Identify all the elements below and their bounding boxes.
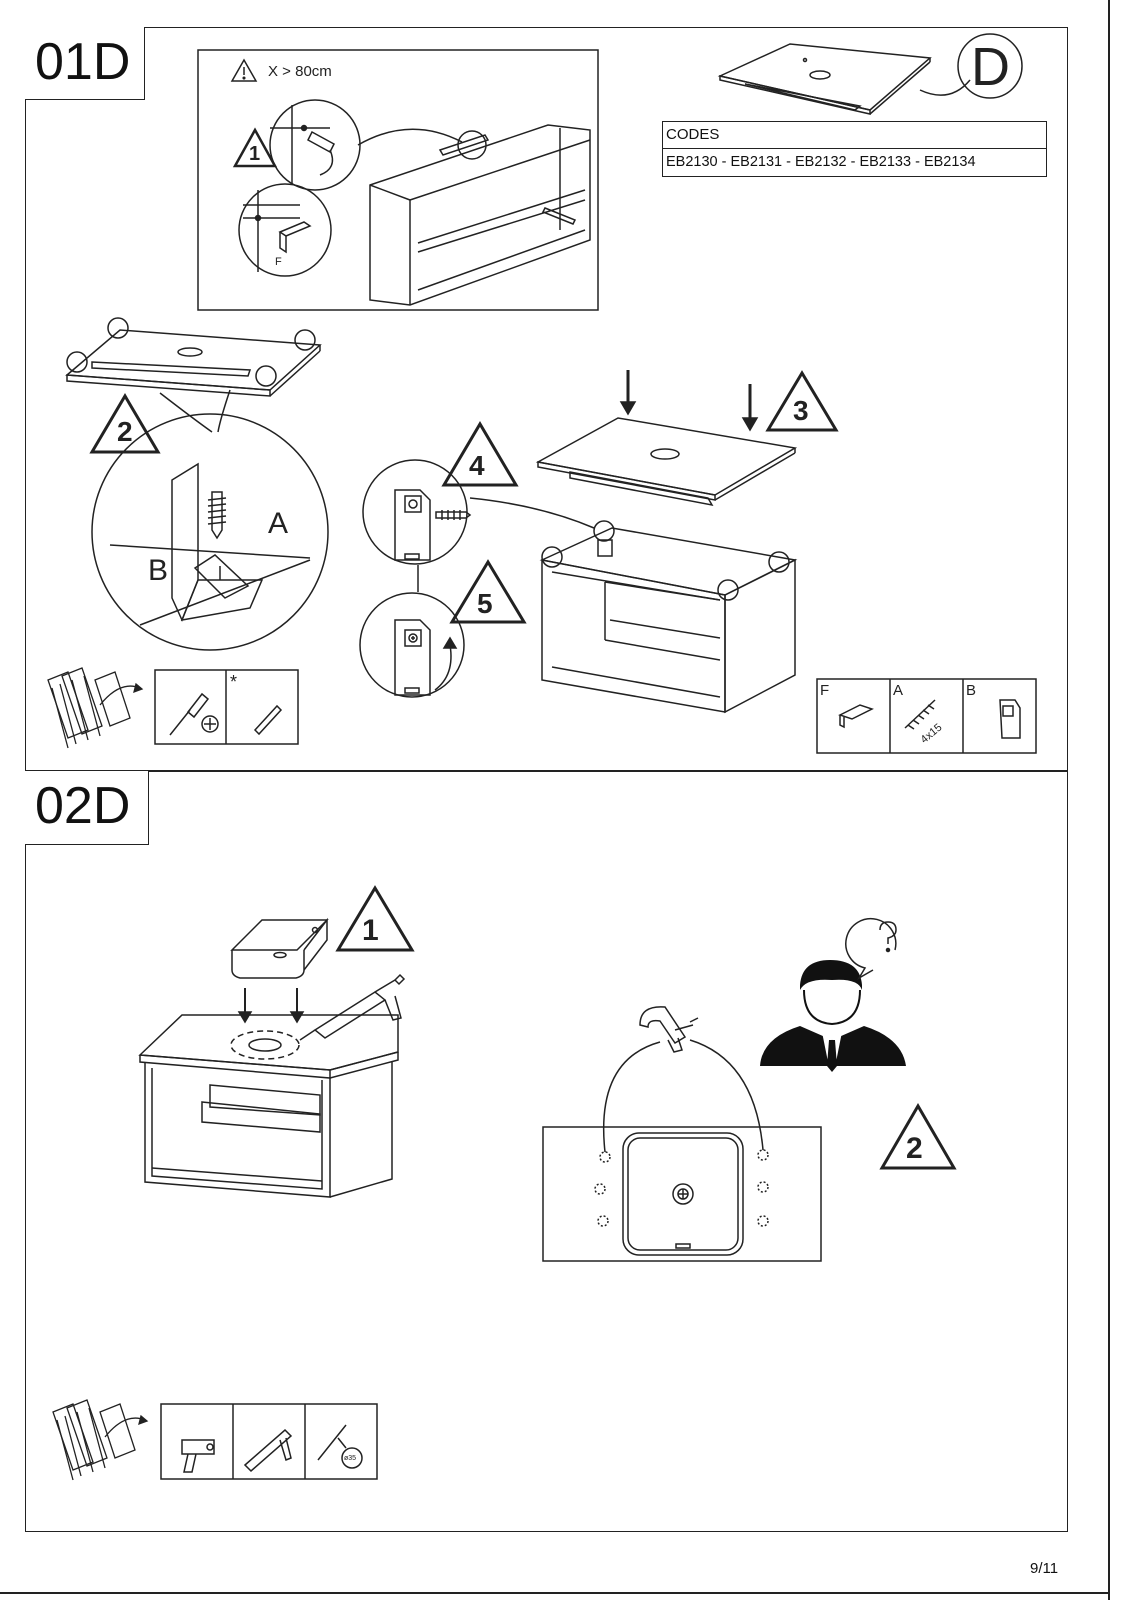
tools-box-1: [154, 669, 299, 745]
warning-icon: [230, 58, 258, 82]
screw-size-label: 4x15: [918, 721, 944, 746]
codes-values: EB2130 - EB2131 - EB2132 - EB2133 - EB21…: [666, 154, 976, 170]
cabinet-frame-sketch: [369, 124, 591, 306]
step-1b-triangle: [335, 885, 415, 952]
page-right-rule: [1108, 0, 1110, 1600]
section-label-02d: 02D: [25, 771, 149, 845]
down-arrows: [619, 370, 759, 432]
page-bottom-rule: [0, 1592, 1110, 1594]
tools-box-2: [160, 1403, 378, 1480]
question-bubble-icon: [845, 917, 897, 981]
basin-sink-sketch: [230, 917, 329, 979]
step-3-triangle: [765, 370, 839, 432]
codes-header: CODES: [663, 122, 1046, 149]
tool-mark-star: *: [230, 672, 237, 692]
faucet-sketch: [639, 1006, 699, 1053]
step-5-number: 5: [477, 588, 493, 619]
step-1-number: 1: [249, 143, 260, 165]
warning-box: [197, 49, 599, 311]
corner-block-tighten-circle: [359, 565, 465, 698]
step-2-number: 2: [117, 416, 133, 447]
countertop-with-brackets: [65, 317, 322, 433]
hole-saw-size: ø35: [344, 1455, 356, 1462]
step-5-triangle: [449, 559, 527, 624]
section-label-01d: 01D: [25, 27, 145, 100]
down-arrows-2: [237, 988, 305, 1024]
parts-letter-f: F: [820, 682, 829, 699]
section-divider: [25, 770, 1068, 772]
parts-letter-a: A: [893, 682, 903, 699]
corner-block-detail-circle: [91, 413, 329, 651]
page-number: 9/11: [1030, 1560, 1059, 1577]
countertop-d-sketch: [717, 33, 1023, 115]
step-1b-number: 1: [362, 914, 379, 947]
step-2-triangle: [89, 393, 161, 454]
warning-text: X > 80cm: [268, 63, 332, 80]
basin-top-view: [542, 1039, 822, 1262]
step-2b-number: 2: [906, 1132, 923, 1165]
step-2b-triangle: [879, 1103, 957, 1170]
parts-letter-b: B: [966, 682, 976, 699]
person-icon: [760, 960, 906, 1072]
step-1-triangle: [232, 127, 278, 168]
step-3-number: 3: [793, 395, 809, 426]
bracket-detail-circle: [238, 183, 332, 277]
detail-letter-f-small: F: [275, 256, 282, 268]
drill-detail-circle: [269, 99, 361, 191]
step-4-number: 4: [469, 450, 485, 481]
component-letter-d: D: [971, 37, 1010, 97]
parts-table: [816, 678, 1037, 754]
codes-table: CODES EB2130 - EB2131 - EB2132 - EB2133 …: [662, 121, 1047, 177]
cabinet-step-4: [539, 520, 798, 714]
toolbox-icon-2: [52, 1399, 149, 1481]
silicone-gun-sketch: [299, 973, 406, 1041]
cabinet-with-countertop: [138, 1014, 399, 1198]
toolbox-icon-1: [47, 667, 144, 749]
detail-letter-b: B: [148, 554, 168, 587]
step-4-triangle: [441, 421, 519, 487]
detail-letter-a: A: [268, 507, 288, 540]
corner-block-screw-circle: [362, 459, 472, 565]
countertop-step-3: [535, 417, 798, 507]
